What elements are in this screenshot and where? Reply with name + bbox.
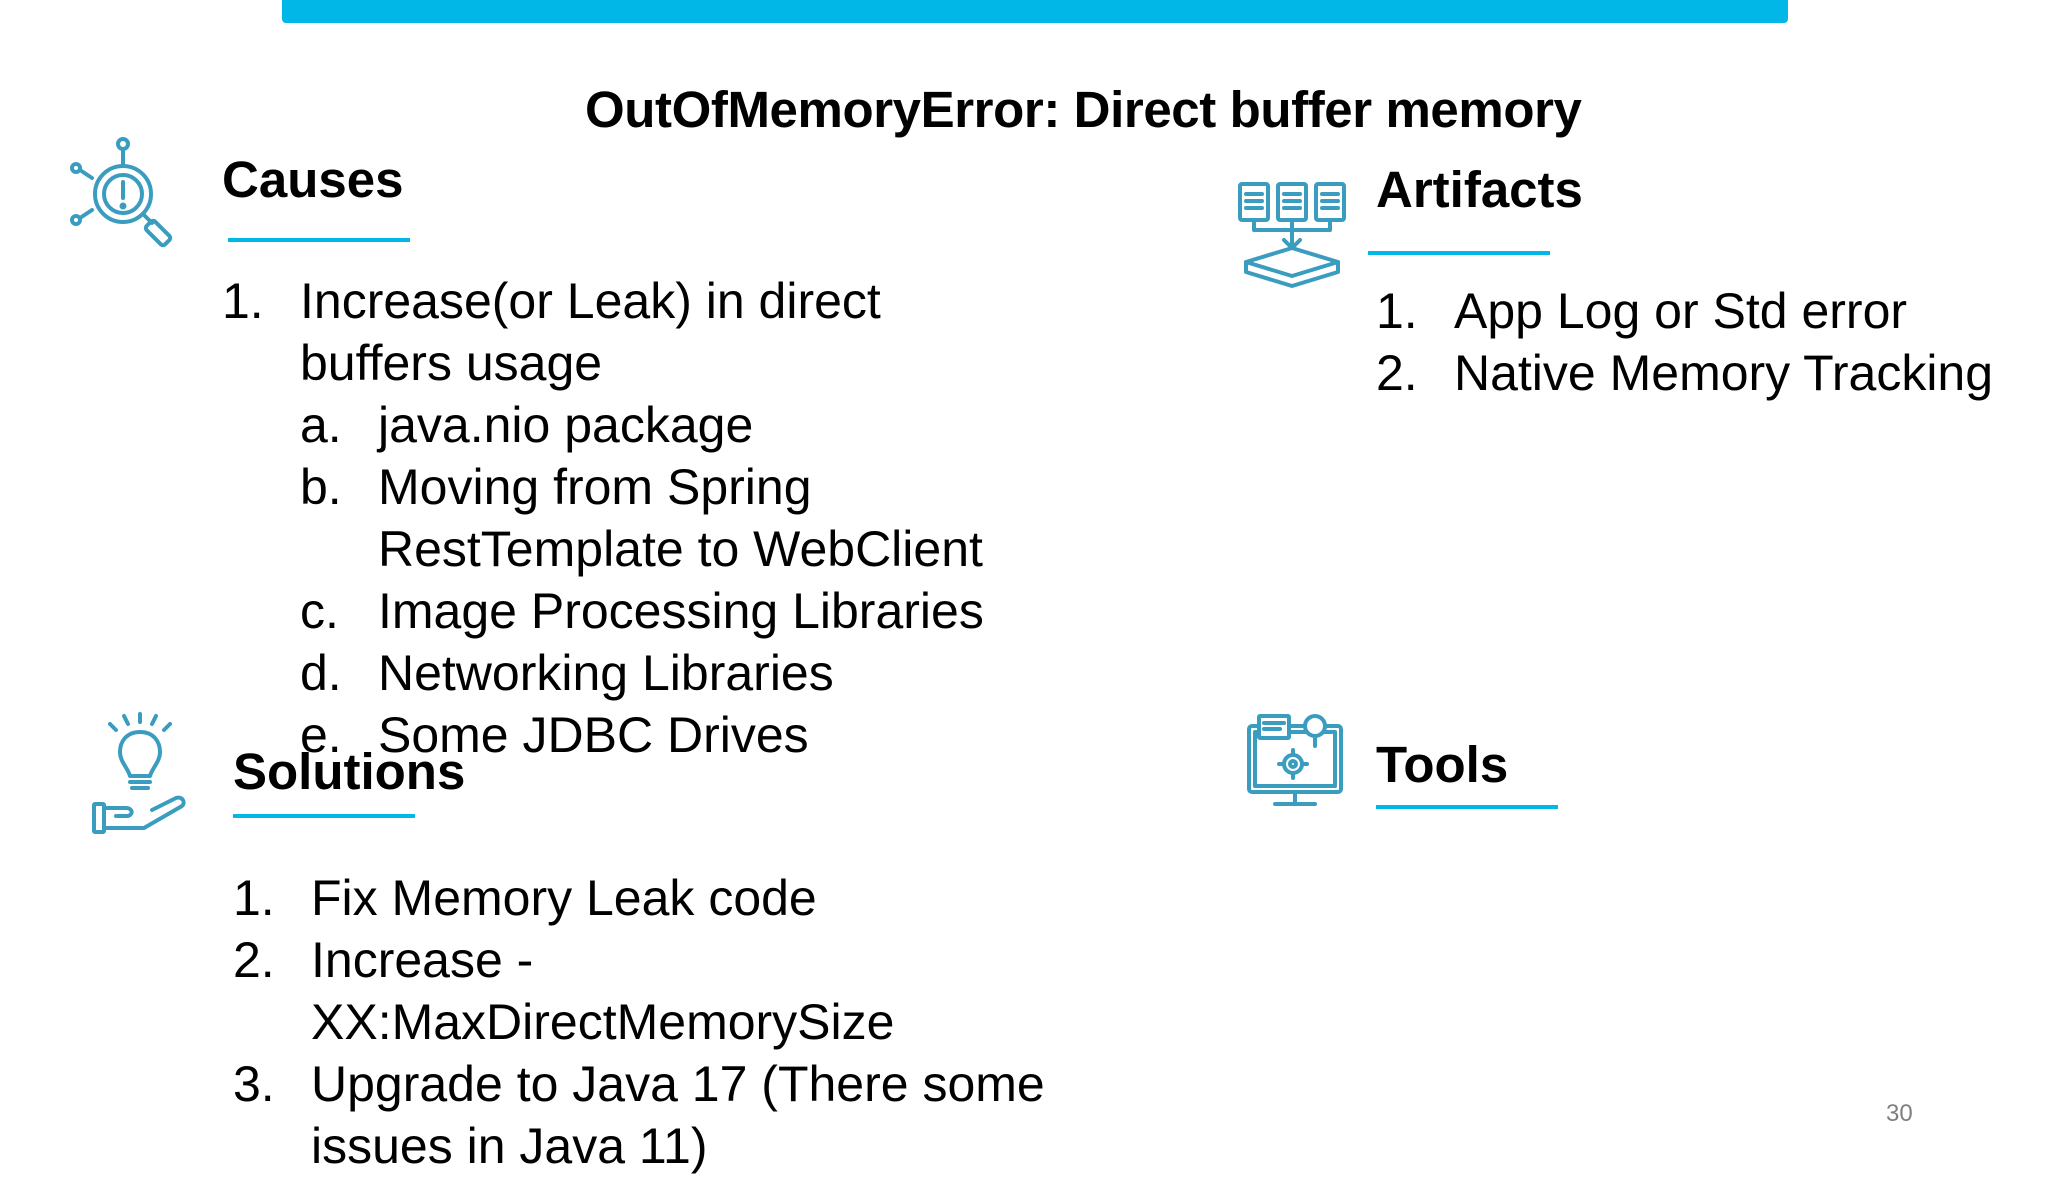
- list-marker: 2.: [1376, 345, 1418, 401]
- list-marker: c.: [300, 583, 339, 639]
- list-marker: 3.: [233, 1056, 275, 1112]
- list-item: b. Moving from Spring RestTemplate to We…: [300, 456, 1122, 580]
- causes-list: 1. Increase(or Leak) in direct buffers u…: [222, 270, 1122, 766]
- page-number: 30: [1886, 1100, 1913, 1127]
- artifacts-heading: Artifacts: [1376, 161, 1583, 218]
- list-marker: e.: [300, 707, 342, 763]
- list-marker: a.: [300, 397, 342, 453]
- list-item-text: Some JDBC Drives: [378, 707, 809, 763]
- causes-heading: Causes: [222, 151, 404, 208]
- list-item: 3. Upgrade to Java 17 (There some issues…: [233, 1053, 1113, 1177]
- list-marker: 2.: [233, 932, 275, 988]
- solutions-heading: Solutions: [233, 743, 466, 800]
- causes-sublist: a. java.nio package b. Moving from Sprin…: [300, 394, 1122, 766]
- list-marker: d.: [300, 645, 342, 701]
- list-marker: 1.: [1376, 283, 1418, 339]
- list-item-text: Moving from Spring RestTemplate to WebCl…: [378, 459, 983, 577]
- causes-underline: [228, 238, 410, 242]
- lightbulb-hand-icon: [90, 712, 190, 836]
- list-marker: 1.: [222, 273, 264, 329]
- list-marker: b.: [300, 459, 342, 515]
- top-accent-bar: [282, 0, 1788, 23]
- list-item: 1. Fix Memory Leak code: [233, 867, 1113, 929]
- list-item-text: App Log or Std error: [1454, 283, 1908, 339]
- list-marker: 1.: [233, 870, 275, 926]
- list-item: 2. Increase -XX:MaxDirectMemorySize: [233, 929, 1113, 1053]
- tools-underline: [1376, 805, 1558, 809]
- magnifier-alert-icon: [70, 136, 178, 248]
- list-item-text: Native Memory Tracking: [1454, 345, 1994, 401]
- artifacts-underline: [1368, 251, 1550, 255]
- list-item-text: Increase -XX:MaxDirectMemorySize: [311, 932, 895, 1050]
- slide-title: OutOfMemoryError: Direct buffer memory: [585, 81, 1582, 138]
- list-item: 1. Increase(or Leak) in direct buffers u…: [222, 270, 1122, 766]
- monitor-settings-icon: [1245, 712, 1345, 812]
- list-item-text: Image Processing Libraries: [378, 583, 984, 639]
- solutions-list: 1. Fix Memory Leak code 2. Increase -XX:…: [233, 867, 1113, 1177]
- list-item: 2. Native Memory Tracking: [1376, 342, 2036, 404]
- list-item: 1. App Log or Std error: [1376, 280, 2036, 342]
- list-item: d. Networking Libraries: [300, 642, 1122, 704]
- list-item-text: Upgrade to Java 17 (There some issues in…: [311, 1056, 1045, 1174]
- tools-heading: Tools: [1376, 736, 1509, 793]
- list-item: a. java.nio package: [300, 394, 1122, 456]
- list-item-text: java.nio package: [378, 397, 754, 453]
- documents-tray-icon: [1236, 178, 1348, 290]
- artifacts-list: 1. App Log or Std error 2. Native Memory…: [1376, 280, 2036, 404]
- list-item: e. Some JDBC Drives: [300, 704, 1122, 766]
- list-item-text: Fix Memory Leak code: [311, 870, 817, 926]
- list-item-text: Increase(or Leak) in direct buffers usag…: [300, 273, 881, 391]
- list-item-text: Networking Libraries: [378, 645, 834, 701]
- list-item: c. Image Processing Libraries: [300, 580, 1122, 642]
- solutions-underline: [233, 814, 415, 818]
